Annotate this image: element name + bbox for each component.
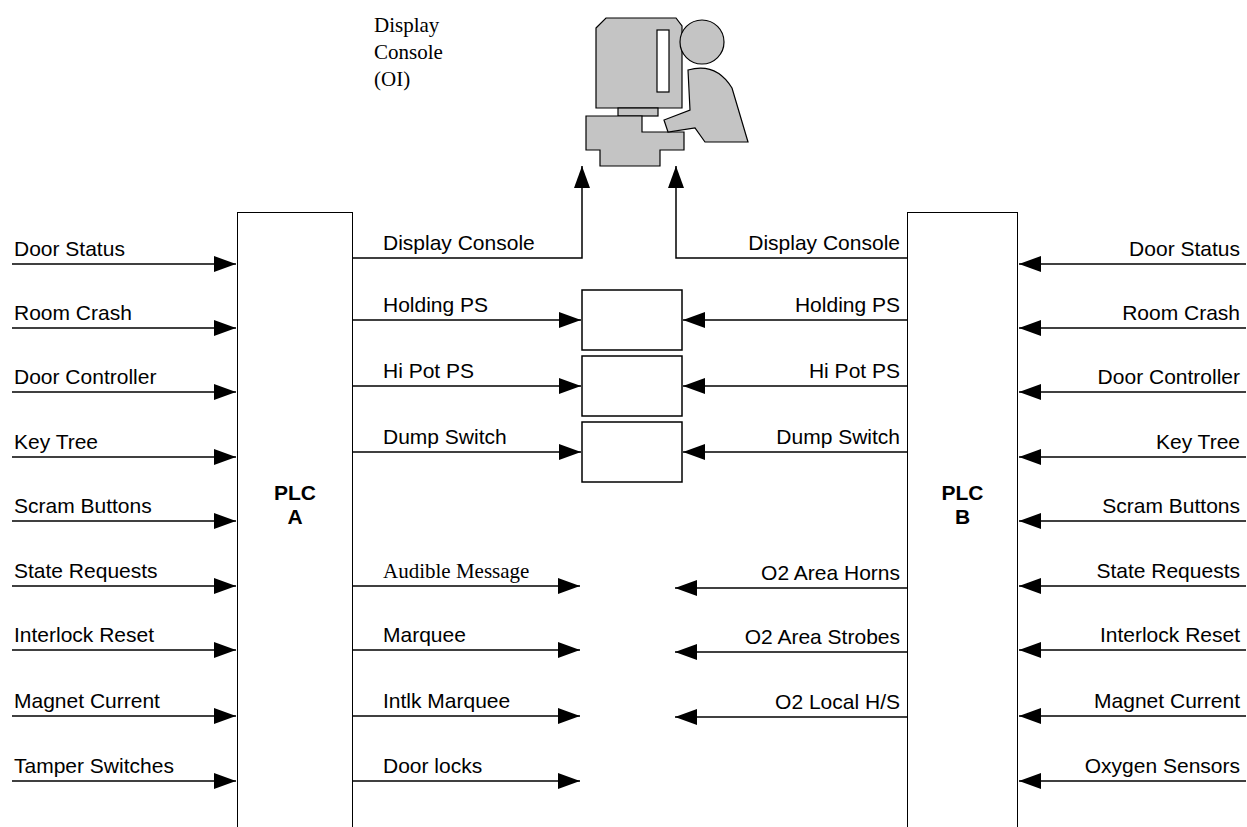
signal-label: Dump Switch	[776, 425, 900, 449]
signal-label: Magnet Current	[1094, 689, 1240, 713]
signal-label: Scram Buttons	[1102, 494, 1240, 518]
signal-label: Audible Message	[383, 559, 529, 583]
connector-label: Display Console	[748, 231, 900, 255]
signal-label: Holding PS	[795, 293, 900, 317]
signal-label: Door Controller	[1098, 365, 1240, 389]
output-arrow	[675, 651, 907, 653]
monitor-stand	[618, 108, 658, 116]
output-arrow	[683, 319, 907, 321]
console-label: Display Console (OI)	[374, 12, 443, 93]
signal-label: State Requests	[1096, 559, 1240, 583]
signal-label: Door Controller	[14, 365, 156, 389]
output-arrow	[353, 385, 581, 387]
dump-switch-box	[582, 422, 682, 482]
input-arrow	[1019, 263, 1246, 265]
signal-label: State Requests	[14, 559, 158, 583]
output-arrow	[683, 385, 907, 387]
output-arrow	[353, 649, 580, 651]
input-arrow	[1019, 780, 1246, 782]
input-arrow	[1019, 649, 1246, 651]
output-arrow	[353, 780, 580, 782]
signal-label: Tamper Switches	[14, 754, 174, 778]
output-arrow	[353, 715, 580, 717]
input-arrow	[12, 327, 236, 329]
signal-label: O2 Area Strobes	[745, 625, 900, 649]
screen	[657, 30, 669, 92]
signal-label: Oxygen Sensors	[1085, 754, 1240, 778]
input-arrow	[12, 520, 236, 522]
output-arrow	[353, 585, 580, 587]
monitor	[596, 18, 682, 108]
input-arrow	[1019, 585, 1246, 587]
signal-label: O2 Area Horns	[761, 561, 900, 585]
signal-label: Dump Switch	[383, 425, 507, 449]
input-arrow	[12, 715, 236, 717]
signal-label: Room Crash	[1122, 301, 1240, 325]
console-link	[353, 166, 582, 258]
signal-label: Door Status	[1129, 237, 1240, 261]
plc-label: PLC B	[942, 481, 984, 529]
signal-label: O2 Local H/S	[775, 690, 900, 714]
input-arrows-a	[12, 264, 236, 781]
input-arrow	[1019, 715, 1246, 717]
signal-label: Magnet Current	[14, 689, 160, 713]
input-arrow	[12, 585, 236, 587]
console-link	[676, 166, 907, 258]
signal-label: Hi Pot PS	[383, 359, 474, 383]
signal-label: Key Tree	[14, 430, 98, 454]
input-arrow	[12, 391, 236, 393]
signal-label: Hi Pot PS	[809, 359, 900, 383]
input-arrow	[1019, 391, 1246, 393]
connector-label: Display Console	[383, 231, 535, 255]
input-arrow	[12, 649, 236, 651]
output-arrow	[675, 716, 907, 718]
holding-ps-box	[582, 290, 682, 350]
plc-box: PLC A	[237, 212, 353, 827]
signal-label: Door Status	[14, 237, 125, 261]
signal-label: Interlock Reset	[1100, 623, 1240, 647]
signal-label: Room Crash	[14, 301, 132, 325]
signal-label: Marquee	[383, 623, 466, 647]
input-arrow	[1019, 520, 1246, 522]
signal-label: Scram Buttons	[14, 494, 152, 518]
input-arrow	[12, 456, 236, 458]
output-arrow	[353, 451, 581, 453]
hi-pot-ps-box	[582, 356, 682, 416]
signal-label: Door locks	[383, 754, 482, 778]
output-arrows-b	[675, 320, 907, 717]
plc-box: PLC B	[907, 212, 1018, 827]
input-arrow	[1019, 456, 1246, 458]
plc-label: PLC A	[274, 481, 316, 529]
signal-label: Interlock Reset	[14, 623, 154, 647]
operator-body	[664, 68, 748, 142]
input-arrow	[12, 780, 236, 782]
input-arrows-b	[1019, 264, 1246, 781]
display-console: Display Console (OI)	[370, 0, 750, 166]
operator-head	[680, 20, 724, 64]
output-arrow	[353, 319, 581, 321]
console-illustration	[586, 18, 748, 166]
signal-label: Intlk Marquee	[383, 689, 510, 713]
input-arrow	[1019, 327, 1246, 329]
signal-label: Holding PS	[383, 293, 488, 317]
signal-label: Key Tree	[1156, 430, 1240, 454]
input-arrow	[12, 263, 236, 265]
output-arrow	[675, 587, 907, 589]
output-arrow	[683, 451, 907, 453]
output-arrows-a	[353, 320, 581, 781]
power-supply-boxes	[582, 290, 682, 482]
